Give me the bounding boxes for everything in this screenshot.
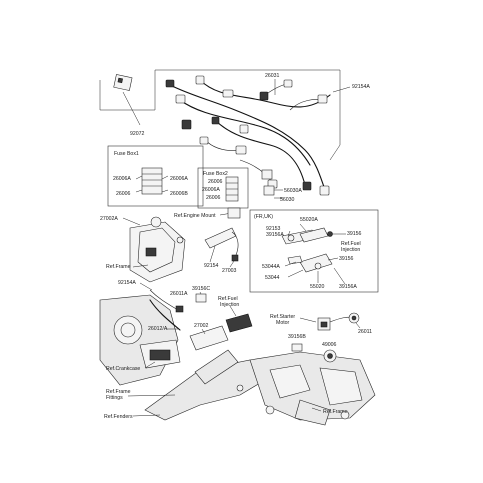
label-ref-engine-mount: Ref.Engine Mount	[174, 213, 216, 219]
label-53044a: 53044A	[262, 264, 280, 270]
label-39156c: 39156C	[192, 286, 210, 292]
relay-56030	[261, 169, 283, 199]
regulator-27002	[189, 305, 253, 351]
label-26006-box2-b: 26006	[206, 195, 221, 201]
switch-26011a	[149, 289, 184, 313]
label-92154a-left: 92154A	[118, 280, 136, 286]
harness-bracket	[99, 69, 341, 161]
label-26012a: 26012/A	[148, 326, 168, 332]
tag-part	[113, 74, 141, 126]
label-ref-fenders: Ref.Fenders	[104, 414, 133, 420]
label-26006a-box2: 26006A	[202, 187, 220, 193]
sensor-27003	[204, 207, 241, 262]
label-ref-crankcase: Ref.Crankcase	[106, 366, 140, 372]
label-39156-2: 39156	[339, 256, 354, 262]
label-ref-frame-2: Ref.Frame	[323, 409, 348, 415]
label-27002: 27002	[194, 323, 209, 329]
fr-uk-box	[249, 209, 379, 293]
label-26006a-box1-left: 26006A	[113, 176, 131, 182]
sensor-26011	[348, 312, 360, 324]
label-ref-fuel-injection-2-l2: Injection	[220, 302, 239, 308]
horn-49006	[323, 349, 337, 363]
label-39156-1: 39156	[347, 231, 362, 237]
label-92154-mid: 92154	[204, 263, 219, 269]
label-39156a-1: 39156A	[266, 232, 284, 238]
label-ref-frame-fittings-l1: Ref.Frame	[106, 389, 131, 395]
engine-crankcase	[99, 294, 181, 386]
label-26031: 26031	[265, 73, 280, 79]
label-92072: 92072	[130, 131, 145, 137]
label-26011a: 26011A	[170, 291, 188, 297]
label-fr-uk: (FR,UK)	[254, 214, 273, 220]
label-ref-fuel-injection-1-l1: Ref.Fuel	[341, 241, 361, 247]
label-ref-starter-motor-l2: Motor	[276, 320, 290, 326]
fr-uk-parts	[281, 223, 346, 285]
label-26006-box1: 26006	[116, 191, 131, 197]
label-ref-fuel-injection-1-l2: Injection	[341, 247, 360, 253]
fuse-box2-title: Fuse Box2	[203, 171, 228, 177]
label-55020a: 55020A	[300, 217, 318, 223]
label-26006a-box1-right: 26006A	[170, 176, 188, 182]
fuse-box1	[107, 145, 204, 207]
label-53044: 53044	[265, 275, 280, 281]
part-39156c	[195, 291, 207, 303]
label-ref-frame-fittings-l2: Fittings	[106, 395, 123, 401]
label-ref-frame-1: Ref.Frame	[106, 264, 131, 270]
label-ref-fuel-injection-2-l1: Ref.Fuel	[218, 296, 238, 302]
label-26006b-box1: 26006B	[170, 191, 188, 197]
label-56030: 56030	[280, 197, 295, 203]
label-56030a: 56030A	[284, 188, 302, 194]
part-39156b	[291, 343, 303, 352]
fuse-box2	[197, 167, 249, 209]
label-49006: 49006	[322, 342, 337, 348]
label-ref-starter-motor-l1: Ref.Starter	[270, 314, 295, 320]
label-92154a-top: 92154A	[352, 84, 370, 90]
label-27003: 27003	[222, 268, 237, 274]
ecu-bracket-27002a	[129, 216, 186, 283]
rear-frame	[144, 349, 376, 426]
label-27002a: 27002A	[100, 216, 118, 222]
label-92153: 92153	[266, 226, 281, 232]
label-39156b: 39156B	[288, 334, 306, 340]
label-26011: 26011	[358, 329, 372, 335]
main-wire-harness	[165, 75, 331, 196]
label-26006-box2-a: 26006	[208, 179, 223, 185]
label-39156a-2: 39156A	[339, 284, 357, 290]
label-55020: 55020	[310, 284, 325, 290]
fuse-box1-title: Fuse Box1	[114, 151, 139, 157]
